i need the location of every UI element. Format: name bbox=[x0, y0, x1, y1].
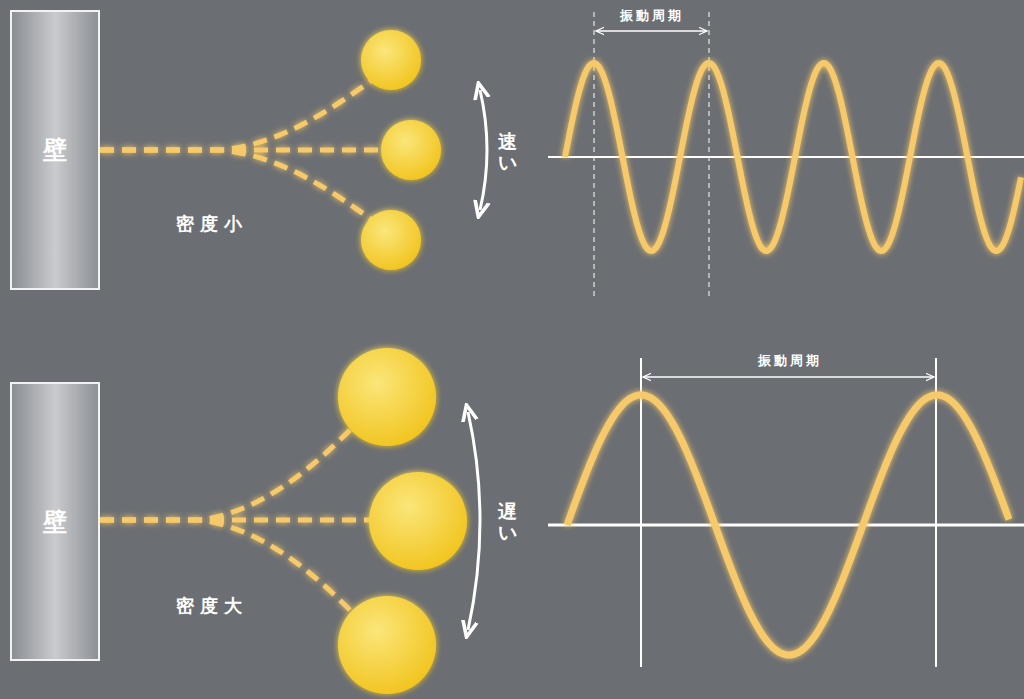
wall-box: 壁 bbox=[10, 10, 100, 290]
wave bbox=[567, 395, 1009, 655]
swing-arrow bbox=[480, 90, 487, 210]
axis bbox=[548, 524, 1024, 527]
wave bbox=[565, 63, 1021, 251]
ball bbox=[338, 348, 467, 694]
period-bracket bbox=[643, 376, 934, 377]
period-label: 振動周期 bbox=[620, 7, 684, 25]
period-line bbox=[640, 358, 642, 667]
wall-box: 壁 bbox=[10, 382, 100, 661]
density-label: 密度大 bbox=[176, 594, 248, 618]
period-bracket bbox=[596, 30, 707, 31]
wall-label: 壁 bbox=[43, 506, 67, 538]
period-line bbox=[709, 12, 710, 300]
density-label: 密度小 bbox=[176, 212, 248, 236]
ball bbox=[361, 30, 441, 270]
period-line bbox=[594, 12, 595, 300]
period-line bbox=[935, 358, 937, 667]
swing-arrow bbox=[468, 412, 480, 630]
wall-label: 壁 bbox=[43, 134, 67, 166]
period-label: 振動周期 bbox=[758, 352, 822, 370]
string bbox=[100, 430, 370, 610]
speed-label: 速い bbox=[498, 131, 517, 173]
string bbox=[100, 78, 385, 222]
speed-label: 遅い bbox=[498, 501, 517, 543]
